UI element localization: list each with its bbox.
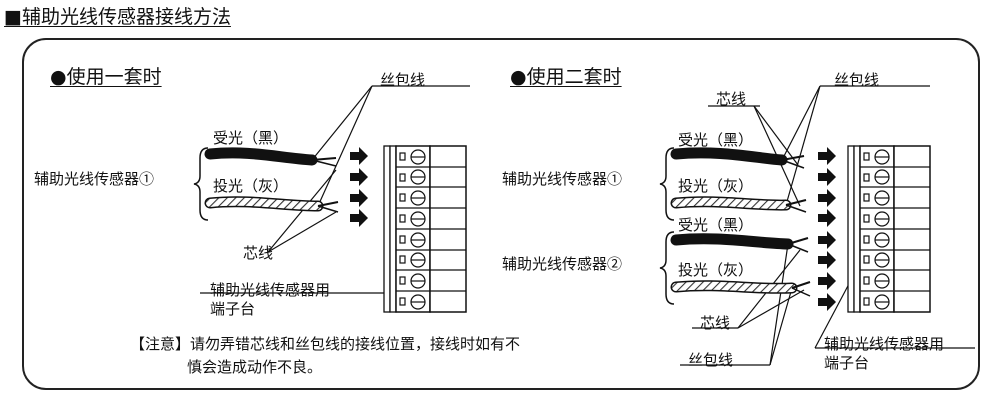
- heading-one-set: ●使用一套时: [50, 66, 162, 88]
- sensor-brace: [193, 147, 209, 221]
- arrow-icon: [350, 147, 368, 165]
- arrow-icon: [818, 272, 836, 290]
- arrow-icon: [350, 189, 368, 207]
- heading-two-sets: ●使用二套时: [510, 66, 622, 88]
- label-terminal-line1: 辅助光线传感器用: [210, 281, 331, 299]
- emitter-2-cable: [672, 281, 796, 293]
- label-receiver: 受光（黑）: [213, 129, 289, 147]
- arrow-icon: [818, 189, 836, 207]
- receiver-cable: [204, 147, 318, 166]
- arrow-icon: [818, 209, 836, 227]
- receiver-silk: [311, 159, 337, 167]
- terminal-block-right: [847, 145, 931, 313]
- label-sensor-2: 辅助光线传感器②: [502, 255, 623, 273]
- label-receiver-1: 受光（黑）: [678, 131, 754, 149]
- arrow-icon: [818, 147, 836, 165]
- silk-wire-leader: [311, 85, 373, 161]
- core-wire-leader: [267, 169, 337, 253]
- receiver-core: [311, 157, 337, 161]
- label-silk-wire: 丝包线: [380, 71, 426, 89]
- receiver-1-cable: [670, 147, 788, 166]
- arrow-icon: [818, 251, 836, 269]
- emitter-cable: [206, 197, 322, 210]
- label-emitter-1: 投光（灰）: [678, 177, 754, 195]
- silk-wire-top-leader: [781, 85, 821, 161]
- label-core-wire-top: 芯线: [716, 90, 747, 108]
- sensor-2-brace: [659, 231, 675, 305]
- receiver-2-cable: [670, 233, 794, 250]
- diagram-frame: [22, 38, 980, 390]
- label-emitter: 投光（灰）: [213, 177, 289, 195]
- label-terminal-right-line2: 端子台: [824, 354, 870, 372]
- core-wire-leader: [267, 211, 337, 253]
- silk-wire-leader: [317, 85, 373, 207]
- emitter-1-cable: [672, 197, 790, 210]
- terminal-block-left: [383, 145, 467, 313]
- arrow-icon: [818, 168, 836, 186]
- label-core-wire: 芯线: [243, 244, 274, 262]
- arrow-icon: [350, 168, 368, 186]
- emitter-core: [317, 201, 339, 207]
- silk-wire-bottom-leader: [769, 243, 789, 366]
- note-line1: 【注意】请勿弄错芯线和丝包线的接线位置，接线时如有不: [130, 335, 521, 353]
- arrow-icon: [818, 293, 836, 311]
- label-sensor-1: 辅助光线传感器①: [34, 170, 155, 188]
- arrow-icon: [818, 231, 836, 249]
- label-sensor-1-right: 辅助光线传感器①: [502, 170, 623, 188]
- label-receiver-2: 受光（黑）: [678, 216, 754, 234]
- label-emitter-2: 投光（灰）: [678, 261, 754, 279]
- silk-wire-top-leader: [785, 85, 821, 206]
- arrow-icon: [350, 209, 368, 227]
- note-line2: 慎会造成动作不良。: [187, 358, 323, 376]
- terminal-right-leader: [814, 281, 851, 349]
- label-terminal-line2: 端子台: [210, 300, 256, 318]
- silk-wire-bottom-leader: [769, 287, 793, 366]
- page-title: ■辅助光线传感器接线方法: [4, 6, 231, 28]
- emitter-silk: [317, 205, 339, 213]
- core-wire-top-leader: [753, 105, 799, 166]
- label-silk-wire-top: 丝包线: [834, 71, 880, 89]
- sensor-1-brace: [659, 147, 675, 221]
- core-wire-bottom-leader: [737, 289, 805, 329]
